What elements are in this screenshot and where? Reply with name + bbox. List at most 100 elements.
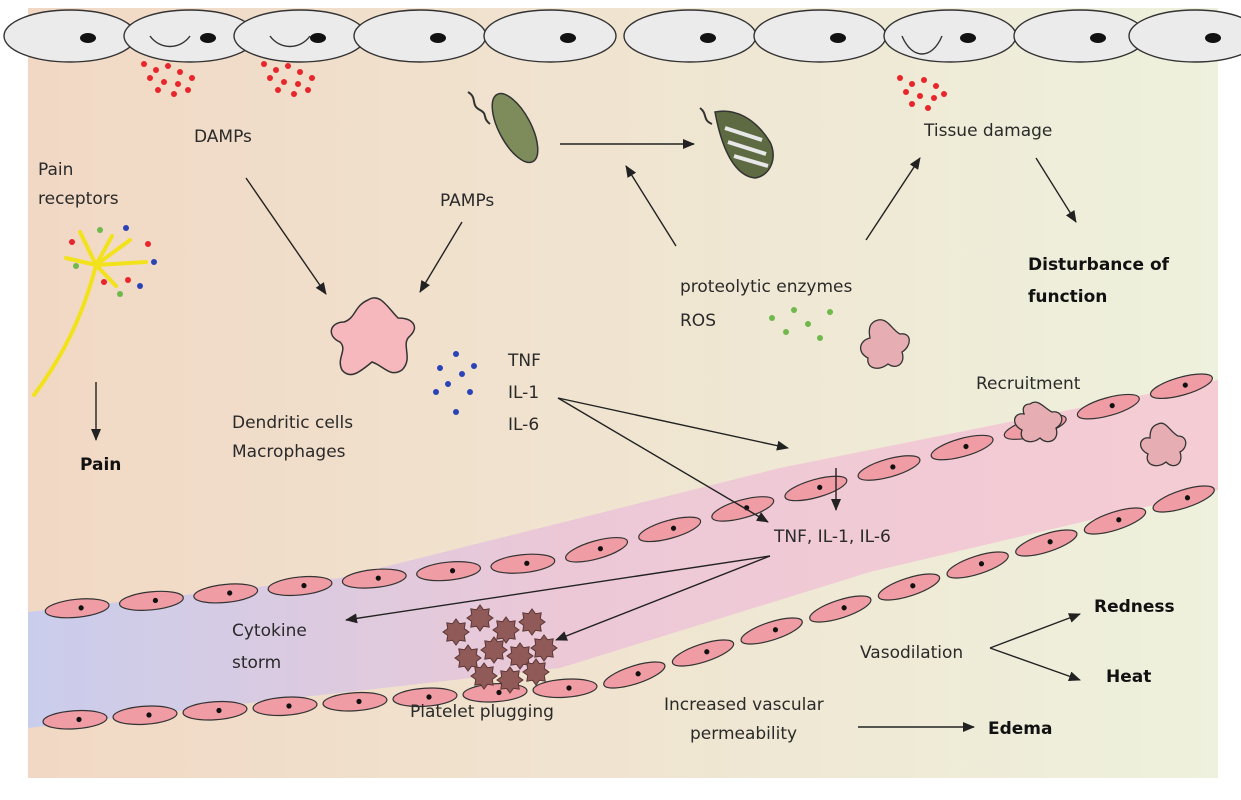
nucleus <box>200 33 216 43</box>
nucleus <box>830 33 846 43</box>
platelet-plugging-label: Platelet plugging <box>410 702 554 722</box>
pamps-label: PAMPs <box>440 191 494 211</box>
macrophage-icon <box>860 319 910 369</box>
endothelial-cell <box>341 568 407 589</box>
endothelial-cell <box>603 661 666 689</box>
nucleus <box>80 33 96 43</box>
platelet <box>522 658 550 686</box>
tissue-damage-label: Tissue damage <box>923 121 1052 141</box>
pain-dots-red <box>69 239 151 285</box>
epithelial-cell <box>483 9 617 63</box>
endothelial-cell <box>1076 393 1140 420</box>
endothelial-cell <box>252 696 318 717</box>
nucleus <box>1205 33 1221 43</box>
nucleus <box>375 575 381 581</box>
platelet <box>530 634 558 662</box>
nucleus <box>1090 33 1106 43</box>
il6-label: IL-6 <box>508 415 539 435</box>
nucleus <box>700 33 716 43</box>
platelet <box>496 666 524 694</box>
cytokine-storm-label: Cytokine <box>232 621 307 641</box>
damp-dots <box>897 75 947 111</box>
nucleus <box>426 694 432 700</box>
il1-label: IL-1 <box>508 383 539 403</box>
bacterium-icon <box>467 91 539 164</box>
lysed-bacterium-icon <box>699 107 774 179</box>
pain-receptor-icon <box>32 230 148 397</box>
epithelial-cell <box>623 9 757 63</box>
leukocyte-icon <box>1140 422 1187 467</box>
nucleus <box>1109 402 1115 409</box>
increased-permeability-label-2: permeability <box>690 724 797 744</box>
dendritic-cell-icon <box>330 297 416 376</box>
endothelial-cell <box>118 590 184 611</box>
platelet <box>470 662 498 690</box>
cytokine-dots <box>433 351 477 415</box>
molecule-dots <box>69 61 947 415</box>
endothelial-cell <box>193 583 259 604</box>
epithelial-cell <box>353 9 487 63</box>
nucleus <box>817 484 823 490</box>
endothelial-cell <box>182 700 248 721</box>
epithelial-cell <box>753 9 887 63</box>
pain-label: Pain <box>80 455 121 475</box>
cytokines-vessel-label: TNF, IL-1, IL-6 <box>773 527 891 547</box>
nucleus <box>152 597 159 604</box>
platelet <box>466 604 494 632</box>
platelet <box>492 616 520 644</box>
vasodilation-label: Vasodilation <box>860 643 963 663</box>
disturbance-label: Disturbance of <box>1028 255 1170 275</box>
nucleus <box>1047 539 1053 545</box>
nucleus <box>597 546 604 552</box>
platelet <box>454 644 482 672</box>
disturbance-label-2: function <box>1028 287 1107 307</box>
platelet <box>442 618 470 646</box>
edema-label: Edema <box>988 719 1053 739</box>
endothelial-cell <box>112 705 178 726</box>
epithelial-cell <box>1013 9 1147 63</box>
arrows <box>91 139 1081 732</box>
recruitment-label: Recruitment <box>976 374 1081 394</box>
nucleus <box>301 583 307 589</box>
nucleus <box>496 689 502 696</box>
platelet-cluster-icon <box>442 604 558 694</box>
endothelial-cell <box>1083 507 1147 535</box>
endothelial-cell <box>877 573 941 601</box>
nucleus <box>1116 517 1122 523</box>
endothelial-cell <box>416 561 482 582</box>
proteolytic-enzymes-label: proteolytic enzymes <box>680 277 852 297</box>
nucleus <box>524 560 530 566</box>
nucleus <box>560 33 576 43</box>
endothelial-cell <box>490 553 556 574</box>
nucleus <box>635 671 641 677</box>
nucleus <box>566 685 572 691</box>
endothelial-cell <box>711 496 775 522</box>
endothelial-cell <box>42 709 108 730</box>
nucleus <box>449 568 456 574</box>
damps-label: DAMPs <box>194 127 252 147</box>
increased-permeability-label: Increased vascular <box>664 695 824 715</box>
endothelial-cell <box>930 434 994 461</box>
damp-dots <box>141 61 195 97</box>
nucleus <box>76 716 82 723</box>
nucleus <box>78 605 84 611</box>
damp-dots <box>261 61 315 97</box>
nucleus <box>356 698 362 705</box>
heat-label: Heat <box>1106 667 1151 687</box>
endothelium-layer <box>42 373 1215 730</box>
nucleus <box>960 33 976 43</box>
ros-label: ROS <box>680 311 716 331</box>
nucleus <box>216 707 222 714</box>
secreting-cell <box>269 35 311 48</box>
platelet <box>480 636 508 664</box>
endothelial-cell <box>671 639 735 667</box>
ros-dots <box>769 307 833 341</box>
nucleus <box>910 583 916 589</box>
tnf-label: TNF <box>507 351 541 371</box>
dendritic-cells-label: Dendritic cells <box>232 413 353 433</box>
endothelial-cell <box>44 598 110 619</box>
nucleus <box>146 712 152 718</box>
nucleus <box>704 649 710 655</box>
endothelial-cell <box>857 455 921 481</box>
